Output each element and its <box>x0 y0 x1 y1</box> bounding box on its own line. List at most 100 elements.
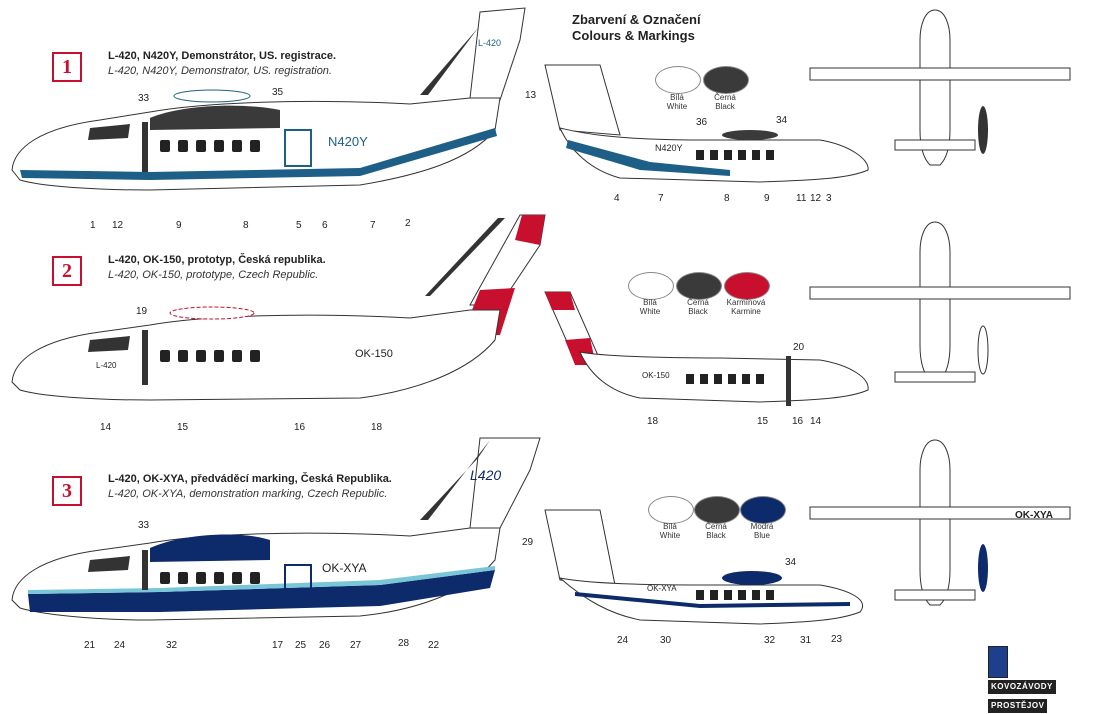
swatch-name-en: Blue <box>753 531 770 540</box>
engine-cowling <box>150 105 280 130</box>
blue-stripe <box>575 592 850 608</box>
wing-top <box>173 89 251 103</box>
callouts: 33 35 13 1 12 9 8 5 6 7 2 36 34 4 7 8 9 … <box>84 87 843 651</box>
callout: 8 <box>243 220 249 231</box>
propeller <box>142 330 148 385</box>
registration-n420y-right: N420Y <box>655 143 683 153</box>
variant-1-right-profile: N420Y <box>544 64 869 183</box>
callout: 12 <box>810 193 822 204</box>
variant-1-left-profile: N420Y L-420 <box>11 7 526 191</box>
callout: 25 <box>295 640 307 651</box>
registration-n420y: N420Y <box>328 134 368 149</box>
swatch-black-1 <box>703 66 749 94</box>
tail-fin <box>544 64 621 136</box>
callout: 33 <box>138 520 150 531</box>
tail-tip-karmine <box>515 215 545 245</box>
registration-okxya: OK-XYA <box>322 561 366 575</box>
variant-1-title: L-420, N420Y, Demonstrátor, US. registra… <box>108 50 337 62</box>
wing-top <box>169 306 255 320</box>
variant-2-left-profile: OK-150 L-420 <box>11 214 546 401</box>
swatch-name-en: White <box>659 531 681 540</box>
callout: 1 <box>90 220 96 231</box>
callout: 15 <box>757 416 769 427</box>
callout: 11 <box>796 193 807 204</box>
cabin-door <box>284 564 312 606</box>
callout: 2 <box>405 218 411 229</box>
variant-1-badge: 1 <box>52 52 82 82</box>
cabin-windows <box>160 140 260 152</box>
logo-line-2: PROSTĚJOV <box>988 698 1048 713</box>
engine-cowling-blue <box>722 571 782 585</box>
callout: 5 <box>296 220 302 231</box>
callout: 23 <box>831 634 843 645</box>
swatch-name-en: Black <box>706 531 726 540</box>
callout: 9 <box>176 220 182 231</box>
callout: 18 <box>647 416 659 427</box>
callout: 8 <box>724 193 730 204</box>
callout: 18 <box>371 422 383 433</box>
variant-2-subtitle: L-420, OK-150, prototype, Czech Republic… <box>108 269 319 281</box>
propeller <box>142 122 148 172</box>
callout: 27 <box>350 640 362 651</box>
variant-3-left-profile: OK-XYA L420 <box>11 437 541 621</box>
cabin-door <box>284 129 312 167</box>
nose-text-l420: L-420 <box>96 361 117 370</box>
swatch-white-1 <box>655 66 701 94</box>
swatch-karmine-2 <box>724 272 770 300</box>
aircraft-profiles-drawing: N420Y L-420 N420Y OK-150 L-420 <box>11 7 1071 651</box>
cockpit-window <box>88 556 130 572</box>
cockpit-window <box>88 336 130 352</box>
variant-2-title: L-420, OK-150, prototyp, Česká republika… <box>108 254 326 266</box>
callout: 30 <box>660 635 672 646</box>
swatch-name-en: Karmine <box>731 307 761 316</box>
variant-2-number: 2 <box>62 260 72 282</box>
swatch-name-cs: Bílá <box>663 522 677 531</box>
variant-3-number: 3 <box>62 480 72 502</box>
callout: 15 <box>177 422 189 433</box>
tail-fin <box>469 437 541 529</box>
engine-cowling <box>722 130 778 140</box>
swatch-name-cs: Bílá <box>643 298 657 307</box>
cabin-windows <box>696 150 774 160</box>
variant-2-right-profile: OK-150 <box>544 291 869 406</box>
variant-3-badge: 3 <box>52 476 82 506</box>
callout: 36 <box>696 117 708 128</box>
cabin-windows <box>160 350 260 362</box>
callout: 3 <box>826 193 832 204</box>
colours-markings-heading: Zbarvení & Označení Colours & Markings <box>572 12 701 44</box>
variant-3-subtitle: L-420, OK-XYA, demonstration marking, Cz… <box>108 488 388 500</box>
propeller <box>142 550 148 590</box>
fin-stripe <box>425 218 505 296</box>
swatch-black-2 <box>676 272 722 300</box>
swatch-name-en: White <box>639 307 661 316</box>
callout: 12 <box>112 220 124 231</box>
callout: 35 <box>272 87 284 98</box>
callout: 33 <box>138 93 150 104</box>
swatch-white-2 <box>628 272 674 300</box>
registration-ok150-right: OK-150 <box>642 371 670 380</box>
callout: 26 <box>319 640 331 651</box>
callout: 24 <box>617 635 629 646</box>
heading-czech: Zbarvení & Označení <box>572 12 701 27</box>
variant-3-right-profile: OK-XYA <box>544 509 863 625</box>
swatch-name-cs: Černá <box>687 298 709 307</box>
kovozavody-logo: KOVOZÁVODY PROSTĚJOV <box>988 646 1088 713</box>
callout: 7 <box>658 193 664 204</box>
callout: 6 <box>322 220 328 231</box>
callout: 14 <box>810 416 822 427</box>
cabin-windows <box>686 374 764 384</box>
callout: 34 <box>785 557 797 568</box>
callout: 24 <box>114 640 126 651</box>
cockpit-window <box>88 124 130 140</box>
swatch-name-en: Black <box>715 102 735 111</box>
tail-fin <box>544 509 616 586</box>
top-view-variant-2 <box>809 221 1071 383</box>
cabin-windows <box>696 590 774 600</box>
swatch-name-cs: Karmínová <box>726 298 766 307</box>
variant-3-title: L-420, OK-XYA, předváděcí marking, Česká… <box>108 473 392 485</box>
